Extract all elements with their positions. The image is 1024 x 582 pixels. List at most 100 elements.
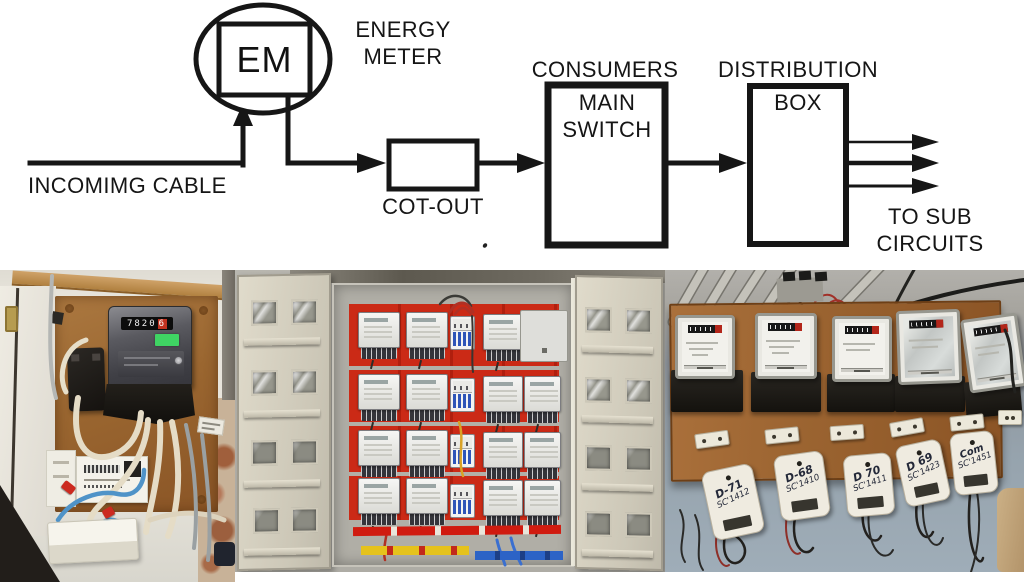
em-symbol: EM bbox=[236, 38, 293, 80]
mcb-breakers bbox=[453, 394, 472, 408]
meter-seal-screw bbox=[174, 356, 183, 365]
mcb-top bbox=[453, 319, 472, 331]
box-detail-line bbox=[53, 461, 69, 464]
edge-cable bbox=[1003, 328, 1017, 394]
meter-terminals bbox=[527, 468, 558, 479]
board-bolt bbox=[199, 306, 208, 315]
blue-busbar bbox=[475, 551, 563, 560]
panel-gap bbox=[349, 366, 559, 370]
cutout-window bbox=[913, 482, 940, 499]
mcb-top bbox=[453, 381, 472, 393]
junction-box bbox=[46, 517, 140, 565]
energy-meter-unit bbox=[483, 432, 523, 480]
fuse-cutout-box: D 70 SC'1411 bbox=[842, 452, 896, 518]
distribution-arrowhead bbox=[719, 153, 747, 173]
meter-disc-slot bbox=[841, 368, 883, 372]
white-cable-big-loop bbox=[73, 395, 144, 461]
meter-terminals bbox=[361, 466, 397, 477]
energy-meter-unit bbox=[358, 312, 400, 360]
nameplate-line bbox=[843, 343, 876, 345]
energy-meter-unit bbox=[524, 480, 561, 528]
mcb-breakers bbox=[453, 500, 472, 514]
nameplate-text-line bbox=[124, 357, 170, 359]
mcb-group bbox=[450, 434, 475, 468]
energy-meter-unit bbox=[406, 478, 448, 526]
meter-body bbox=[406, 478, 448, 514]
panel-gap bbox=[349, 472, 559, 476]
door-ridge bbox=[582, 549, 653, 558]
consumer-unit-barcode bbox=[84, 465, 120, 473]
incoming-cable-label: INCOMIMG CABLE bbox=[28, 173, 227, 198]
energy-meter-unit bbox=[524, 432, 561, 480]
meter-terminals bbox=[486, 468, 520, 479]
board-bolt bbox=[65, 304, 74, 313]
energy-meter-unit bbox=[832, 316, 892, 382]
handwritten-label: D-68 SC'1410 bbox=[776, 460, 827, 497]
yellow-busbar bbox=[361, 546, 469, 555]
meter-terminals bbox=[409, 348, 445, 359]
cabinet-right-door bbox=[575, 274, 663, 572]
energy-meter-unit bbox=[483, 376, 523, 424]
meter-register bbox=[844, 326, 879, 334]
meter-tail-cable-3 bbox=[165, 419, 182, 539]
hanging-wire bbox=[867, 507, 894, 557]
fuse-cutout-box: Com SC'1451 bbox=[948, 429, 1000, 497]
to-sub-circuits-label: TO SUB CIRCUITS bbox=[876, 204, 984, 256]
energy-meter-unit bbox=[358, 478, 400, 526]
mcb-top bbox=[453, 437, 472, 449]
meter-body bbox=[524, 376, 561, 412]
meter-body bbox=[406, 312, 448, 348]
nameplate-line bbox=[691, 354, 708, 356]
energy-meter-unit bbox=[755, 313, 817, 379]
mcb-top bbox=[453, 487, 472, 499]
switch-block bbox=[998, 410, 1022, 425]
meter-nameplate bbox=[118, 351, 184, 377]
energy-meter-unit bbox=[358, 430, 400, 478]
mcb-group bbox=[450, 378, 475, 412]
sub-circuit-arrow-1 bbox=[912, 134, 939, 150]
switch-arrowhead bbox=[517, 153, 545, 173]
door-ridge bbox=[582, 483, 653, 492]
cut-out-box bbox=[386, 138, 480, 192]
small-white-box bbox=[46, 450, 76, 507]
photo-meter-board-wall: D-71 SC'1412 D-68 SC'1410 D 70 SC'1411 bbox=[665, 270, 1024, 572]
door-window bbox=[625, 308, 652, 334]
gray-cable-1 bbox=[184, 423, 198, 550]
mcb-group bbox=[450, 316, 475, 350]
board-bolt bbox=[197, 495, 206, 504]
energy-meter-unit bbox=[406, 430, 448, 478]
meter-body bbox=[406, 430, 448, 466]
meter-body bbox=[524, 432, 561, 468]
door-hinge-edge bbox=[571, 278, 575, 566]
meter-body bbox=[406, 374, 448, 410]
consumers-label: CONSUMERS bbox=[531, 57, 679, 82]
green-seal-sticker bbox=[155, 334, 179, 346]
meter-body bbox=[483, 314, 523, 350]
dark-jumper-wire bbox=[438, 294, 473, 308]
blue-cable bbox=[55, 467, 147, 523]
meter-terminals bbox=[409, 466, 445, 477]
meter-disc-slot bbox=[684, 365, 726, 369]
meter-body bbox=[483, 432, 523, 468]
energy-meter-unit bbox=[406, 374, 448, 422]
main-switch-box bbox=[544, 81, 669, 249]
dark-object bbox=[214, 542, 235, 566]
fuse-cutout-box: D-68 SC'1410 bbox=[772, 449, 832, 523]
panel-gap bbox=[349, 422, 559, 426]
door-window bbox=[625, 446, 652, 472]
energy-meter-unit bbox=[483, 314, 523, 362]
main-switch-label: MAIN SWITCH bbox=[562, 90, 652, 142]
door-window bbox=[625, 378, 652, 404]
box-detail-line bbox=[53, 475, 69, 478]
meter-terminals bbox=[486, 350, 520, 361]
door-window bbox=[585, 511, 612, 537]
cutout-arrowhead bbox=[357, 153, 386, 173]
handwritten-label: Com SC'1451 bbox=[951, 440, 996, 473]
hanging-wire bbox=[967, 493, 985, 563]
supply-line-diagram: EM ENERGY METER INCOMIMG CABLE COT-OUT C… bbox=[0, 0, 1024, 270]
meter-body bbox=[358, 374, 400, 410]
distribution-box-shape bbox=[747, 83, 849, 247]
meter-terminals bbox=[527, 516, 558, 527]
gray-drop-cable bbox=[48, 274, 58, 400]
mcb-breakers bbox=[453, 450, 472, 464]
